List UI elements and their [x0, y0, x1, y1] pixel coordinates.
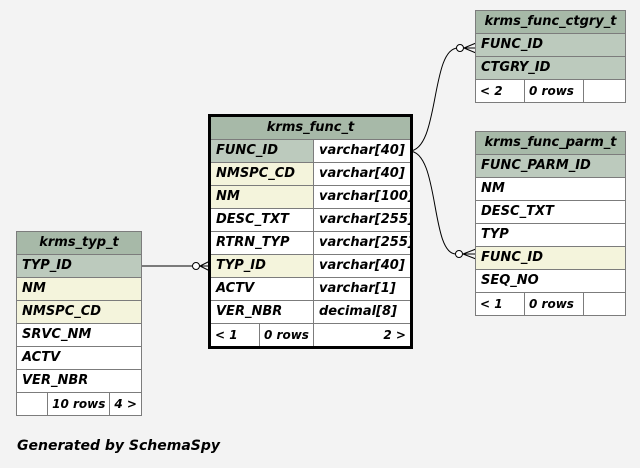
crowfoot-ctgry	[463, 42, 477, 54]
table-footer: < 1 0 rows	[476, 293, 625, 315]
column-row: TYP_ID varchar[40]	[211, 255, 410, 278]
column-name: TYP_ID	[22, 258, 72, 273]
column-row: ACTV	[17, 347, 141, 370]
column-name: TYP	[481, 227, 509, 242]
column-row: DESC_TXT	[476, 201, 625, 224]
column-type: varchar[40]	[313, 255, 410, 277]
table-func-ctgry[interactable]: krms_func_ctgry_t FUNC_ID CTGRY_ID < 2 0…	[475, 10, 626, 103]
column-type: varchar[40]	[313, 163, 410, 185]
column-name: ACTV	[216, 281, 255, 296]
column-row: VER_NBR decimal[8]	[211, 301, 410, 324]
children-count[interactable]: 4 >	[109, 393, 141, 415]
table-typ[interactable]: krms_typ_t TYP_ID NM NMSPC_CD SRVC_NM AC…	[16, 231, 142, 416]
column-row: NM	[476, 178, 625, 201]
table-title: krms_func_parm_t	[476, 132, 625, 155]
column-row: NMSPC_CD varchar[40]	[211, 163, 410, 186]
relation-circle-ctgry	[456, 44, 464, 52]
column-row: DESC_TXT varchar[255]	[211, 209, 410, 232]
column-row: CTGRY_ID	[476, 57, 625, 80]
column-name: FUNC_PARM_ID	[481, 158, 591, 173]
column-row: NM	[17, 278, 141, 301]
rows-count: 0 rows	[524, 80, 583, 102]
relation-func-to-parm	[408, 150, 457, 255]
table-title: krms_func_t	[211, 117, 410, 140]
parents-count	[17, 393, 47, 415]
column-name: NMSPC_CD	[216, 166, 296, 181]
column-type: varchar[100]	[313, 186, 410, 208]
rows-count: 0 rows	[524, 293, 583, 315]
column-type: varchar[255]	[313, 209, 410, 231]
column-name: RTRN_TYP	[216, 235, 290, 250]
parents-count[interactable]: < 1	[215, 328, 238, 342]
column-row: VER_NBR	[17, 370, 141, 393]
generated-by-label: Generated by SchemaSpy	[17, 438, 221, 454]
rows-count: 0 rows	[259, 324, 313, 346]
column-row: FUNC_ID	[476, 247, 625, 270]
column-row: SEQ_NO	[476, 270, 625, 293]
column-row: NM varchar[100]	[211, 186, 410, 209]
column-row: TYP	[476, 224, 625, 247]
column-name: TYP_ID	[216, 258, 266, 273]
column-row: SRVC_NM	[17, 324, 141, 347]
column-name: CTGRY_ID	[481, 60, 551, 75]
column-name: NMSPC_CD	[22, 304, 102, 319]
column-type: varchar[255]	[313, 232, 410, 254]
column-row: RTRN_TYP varchar[255]	[211, 232, 410, 255]
column-name: DESC_TXT	[216, 212, 289, 227]
column-name: FUNC_ID	[481, 37, 543, 52]
table-title: krms_typ_t	[17, 232, 141, 255]
column-name: SRVC_NM	[22, 327, 92, 342]
column-name: FUNC_ID	[481, 250, 543, 265]
table-footer: < 1 0 rows 2 >	[211, 324, 410, 346]
column-name: VER_NBR	[216, 304, 283, 319]
children-count	[583, 80, 625, 102]
relation-func-to-ctgry	[408, 47, 459, 152]
column-name: NM	[216, 189, 240, 204]
table-func-parm[interactable]: krms_func_parm_t FUNC_PARM_ID NM DESC_TX…	[475, 131, 626, 316]
parents-count[interactable]: < 2	[480, 84, 503, 98]
column-name: SEQ_NO	[481, 273, 539, 288]
rows-count: 10 rows	[47, 393, 109, 415]
column-type: varchar[1]	[313, 278, 410, 300]
column-row: FUNC_PARM_ID	[476, 155, 625, 178]
column-type: varchar[40]	[313, 140, 410, 162]
column-row: NMSPC_CD	[17, 301, 141, 324]
column-name: NM	[481, 181, 505, 196]
crowfoot-parm	[462, 248, 477, 260]
column-name: VER_NBR	[22, 373, 89, 388]
table-footer: 10 rows 4 >	[17, 393, 141, 415]
column-row: ACTV varchar[1]	[211, 278, 410, 301]
column-name: NM	[22, 281, 46, 296]
parents-count[interactable]: < 1	[480, 297, 503, 311]
column-name: FUNC_ID	[216, 143, 278, 158]
children-count[interactable]: 2 >	[313, 324, 410, 346]
relation-circle-func	[192, 262, 200, 270]
children-count	[583, 293, 625, 315]
column-row: FUNC_ID	[476, 34, 625, 57]
relation-circle-parm	[455, 250, 463, 258]
column-name: ACTV	[22, 350, 61, 365]
column-row: FUNC_ID varchar[40]	[211, 140, 410, 163]
table-title: krms_func_ctgry_t	[476, 11, 625, 34]
column-row: TYP_ID	[17, 255, 141, 278]
column-name: DESC_TXT	[481, 204, 554, 219]
table-footer: < 2 0 rows	[476, 80, 625, 102]
column-type: decimal[8]	[313, 301, 410, 323]
